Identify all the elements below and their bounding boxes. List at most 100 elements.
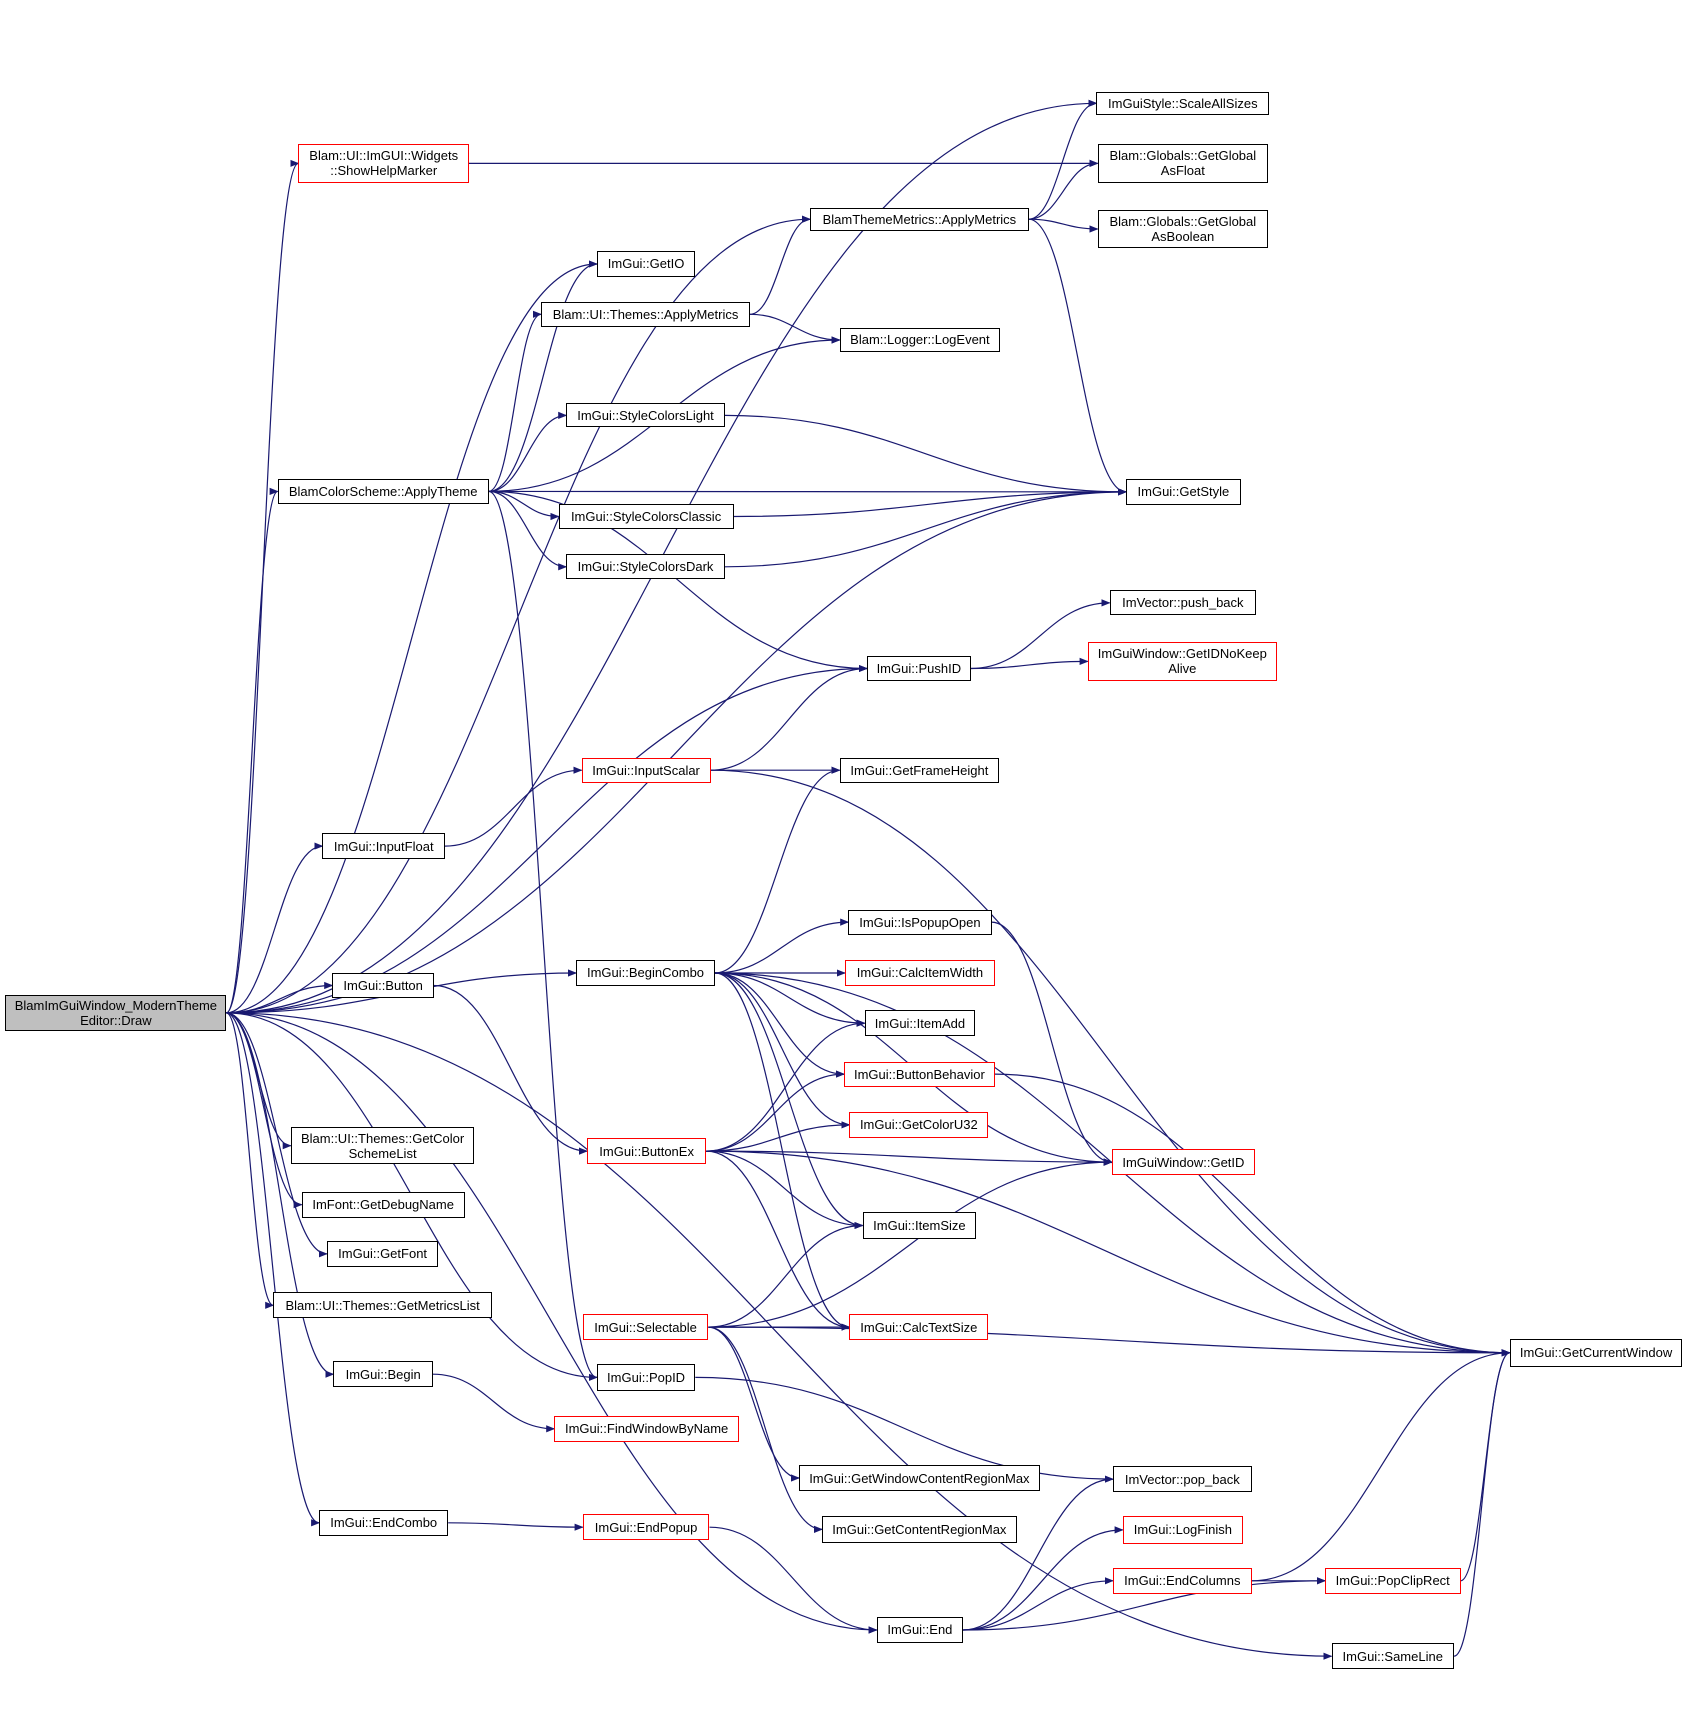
node-apply-theme[interactable]: BlamColorScheme::ApplyTheme <box>277 478 489 504</box>
node-input-float[interactable]: ImGui::InputFloat <box>322 833 445 860</box>
node-get-debug-name[interactable]: ImFont::GetDebugName <box>301 1191 465 1218</box>
edge-pop-clip-rect-to-get-current-window <box>1460 1349 1511 1582</box>
node-pop-id[interactable]: ImGui::PopID <box>596 1364 696 1391</box>
node-pop-back[interactable]: ImVector::pop_back <box>1112 1465 1252 1493</box>
edge-apply-theme-to-push-id <box>488 490 868 673</box>
edge-input-scalar-to-get-current-window <box>710 769 1511 1357</box>
node-same-line[interactable]: ImGui::SameLine <box>1331 1643 1454 1670</box>
node-get-io[interactable]: ImGui::GetIO <box>596 251 696 277</box>
edge-apply-theme-to-style-colors-dark <box>488 490 568 571</box>
edge-selectable-to-item-size <box>708 1221 864 1328</box>
node-button-behavior[interactable]: ImGui::ButtonBehavior <box>843 1061 995 1087</box>
edge-end-to-pop-back <box>963 1475 1114 1631</box>
edge-draw-to-apply-theme <box>225 487 279 1014</box>
node-style-colors-light[interactable]: ImGui::StyleColorsLight <box>566 403 725 428</box>
node-get-color-u32[interactable]: ImGui::GetColorU32 <box>849 1111 989 1139</box>
node-push-id[interactable]: ImGui::PushID <box>866 655 971 682</box>
node-begin[interactable]: ImGui::Begin <box>333 1361 433 1388</box>
edge-draw-to-input-float <box>226 842 324 1014</box>
node-end-popup[interactable]: ImGui::EndPopup <box>582 1514 710 1541</box>
edge-apply-theme-to-style-colors-classic <box>488 490 560 521</box>
edge-style-colors-classic-to-get-style <box>733 488 1127 518</box>
node-themes-apply-metrics[interactable]: Blam::UI::Themes::ApplyMetrics <box>541 301 750 327</box>
edge-input-scalar-to-push-id <box>710 664 868 771</box>
edge-button-to-button-ex <box>433 984 588 1155</box>
edge-end-to-end-columns <box>963 1577 1114 1631</box>
node-log-finish[interactable]: ImGui::LogFinish <box>1122 1516 1243 1544</box>
edge-push-id-to-push-back <box>970 599 1111 670</box>
node-draw[interactable]: BlamImGuiWindow_ModernTheme Editor::Draw <box>5 994 227 1031</box>
edge-draw-to-begin <box>226 1012 335 1378</box>
edge-theme-metrics-apply-to-get-global-as-float <box>1028 159 1099 220</box>
edge-button-ex-to-get-current-window <box>706 1150 1511 1357</box>
node-end-combo[interactable]: ImGui::EndCombo <box>319 1509 449 1536</box>
edge-button-ex-to-get-color-u32 <box>706 1121 851 1152</box>
node-get-frame-height[interactable]: ImGui::GetFrameHeight <box>839 757 1000 783</box>
node-style-colors-dark[interactable]: ImGui::StyleColorsDark <box>566 554 725 580</box>
node-scale-all-sizes[interactable]: ImGuiStyle::ScaleAllSizes <box>1096 91 1270 115</box>
node-pop-clip-rect[interactable]: ImGui::PopClipRect <box>1324 1567 1461 1594</box>
edge-end-combo-to-end-popup <box>448 1522 584 1531</box>
node-theme-metrics-apply[interactable]: BlamThemeMetrics::ApplyMetrics <box>810 207 1029 231</box>
edge-end-columns-to-get-current-window <box>1251 1349 1511 1582</box>
edge-draw-to-get-io <box>226 260 598 1014</box>
edge-apply-theme-to-get-style <box>488 488 1127 496</box>
node-is-popup-open[interactable]: ImGui::IsPopupOpen <box>848 909 992 935</box>
node-window-get-id[interactable]: ImGuiWindow::GetID <box>1111 1148 1255 1176</box>
node-get-global-as-float[interactable]: Blam::Globals::GetGlobal AsFloat <box>1097 144 1269 183</box>
edge-draw-to-button <box>226 981 334 1014</box>
edge-apply-theme-to-pop-id <box>488 490 598 1381</box>
node-get-font[interactable]: ImGui::GetFont <box>326 1240 439 1268</box>
node-show-help-marker[interactable]: Blam::UI::ImGUI::Widgets ::ShowHelpMarke… <box>298 144 469 183</box>
edge-button-ex-to-item-size <box>706 1150 864 1230</box>
node-end-columns[interactable]: ImGui::EndColumns <box>1112 1567 1252 1594</box>
edge-selectable-to-get-current-window <box>708 1326 1511 1357</box>
edge-draw-to-same-line <box>226 1012 1333 1660</box>
node-push-back[interactable]: ImVector::push_back <box>1109 590 1257 616</box>
edge-apply-theme-to-style-colors-light <box>488 411 568 492</box>
node-input-scalar[interactable]: ImGui::InputScalar <box>581 757 711 783</box>
edge-apply-theme-to-themes-apply-metrics <box>488 310 542 492</box>
node-item-add[interactable]: ImGui::ItemAdd <box>864 1010 976 1037</box>
edge-end-popup-to-end <box>709 1526 878 1634</box>
node-get-metrics-list[interactable]: Blam::UI::Themes::GetMetricsList <box>273 1292 492 1319</box>
edge-apply-theme-to-get-io <box>488 260 598 492</box>
node-get-window-content-region-max[interactable]: ImGui::GetWindowContentRegionMax <box>799 1464 1040 1492</box>
node-get-global-as-boolean[interactable]: Blam::Globals::GetGlobal AsBoolean <box>1097 209 1269 249</box>
edge-themes-apply-metrics-to-theme-metrics-apply <box>749 215 811 315</box>
edge-is-popup-open-to-window-get-id <box>991 921 1113 1166</box>
node-end[interactable]: ImGui::End <box>876 1616 964 1644</box>
edge-button-ex-to-item-add <box>706 1019 866 1152</box>
edge-themes-apply-metrics-to-log-event <box>749 313 841 344</box>
node-button[interactable]: ImGui::Button <box>332 972 434 999</box>
node-get-id-no-keep-alive[interactable]: ImGuiWindow::GetIDNoKeep Alive <box>1087 641 1277 682</box>
edge-begin-to-find-window-by-name <box>432 1373 556 1433</box>
edge-draw-to-get-metrics-list <box>226 1012 275 1309</box>
edge-selectable-to-get-content-region-max <box>708 1326 823 1533</box>
node-get-current-window[interactable]: ImGui::GetCurrentWindow <box>1509 1339 1683 1367</box>
node-get-style[interactable]: ImGui::GetStyle <box>1126 478 1241 506</box>
node-button-ex[interactable]: ImGui::ButtonEx <box>587 1138 707 1165</box>
node-log-event[interactable]: Blam::Logger::LogEvent <box>839 327 1001 352</box>
edge-input-float-to-input-scalar <box>444 766 583 847</box>
node-get-color-scheme-list[interactable]: Blam::UI::Themes::GetColor SchemeList <box>290 1127 475 1165</box>
node-calc-text-size[interactable]: ImGui::CalcTextSize <box>849 1314 989 1341</box>
node-begin-combo[interactable]: ImGui::BeginCombo <box>576 959 715 987</box>
node-style-colors-classic[interactable]: ImGui::StyleColorsClassic <box>558 503 734 530</box>
edge-style-colors-dark-to-get-style <box>724 488 1127 568</box>
node-selectable[interactable]: ImGui::Selectable <box>582 1314 709 1341</box>
edge-begin-combo-to-calc-text-size <box>714 972 851 1331</box>
edge-draw-to-get-debug-name <box>226 1012 303 1209</box>
node-get-content-region-max[interactable]: ImGui::GetContentRegionMax <box>822 1516 1017 1543</box>
edge-selectable-to-get-window-content-region-max <box>708 1326 800 1482</box>
edge-push-id-to-get-id-no-keep-alive <box>970 657 1089 670</box>
edge-begin-combo-to-item-add <box>714 972 866 1027</box>
edge-theme-metrics-apply-to-scale-all-sizes <box>1028 99 1098 220</box>
edge-draw-to-end-combo <box>226 1012 321 1527</box>
edge-selectable-to-window-get-id <box>708 1158 1113 1328</box>
edge-same-line-to-get-current-window <box>1453 1349 1511 1657</box>
edge-button-behavior-to-get-current-window <box>994 1073 1511 1357</box>
node-calc-item-width[interactable]: ImGui::CalcItemWidth <box>845 959 995 987</box>
node-item-size[interactable]: ImGui::ItemSize <box>862 1212 977 1239</box>
node-find-window-by-name[interactable]: ImGui::FindWindowByName <box>554 1415 739 1442</box>
